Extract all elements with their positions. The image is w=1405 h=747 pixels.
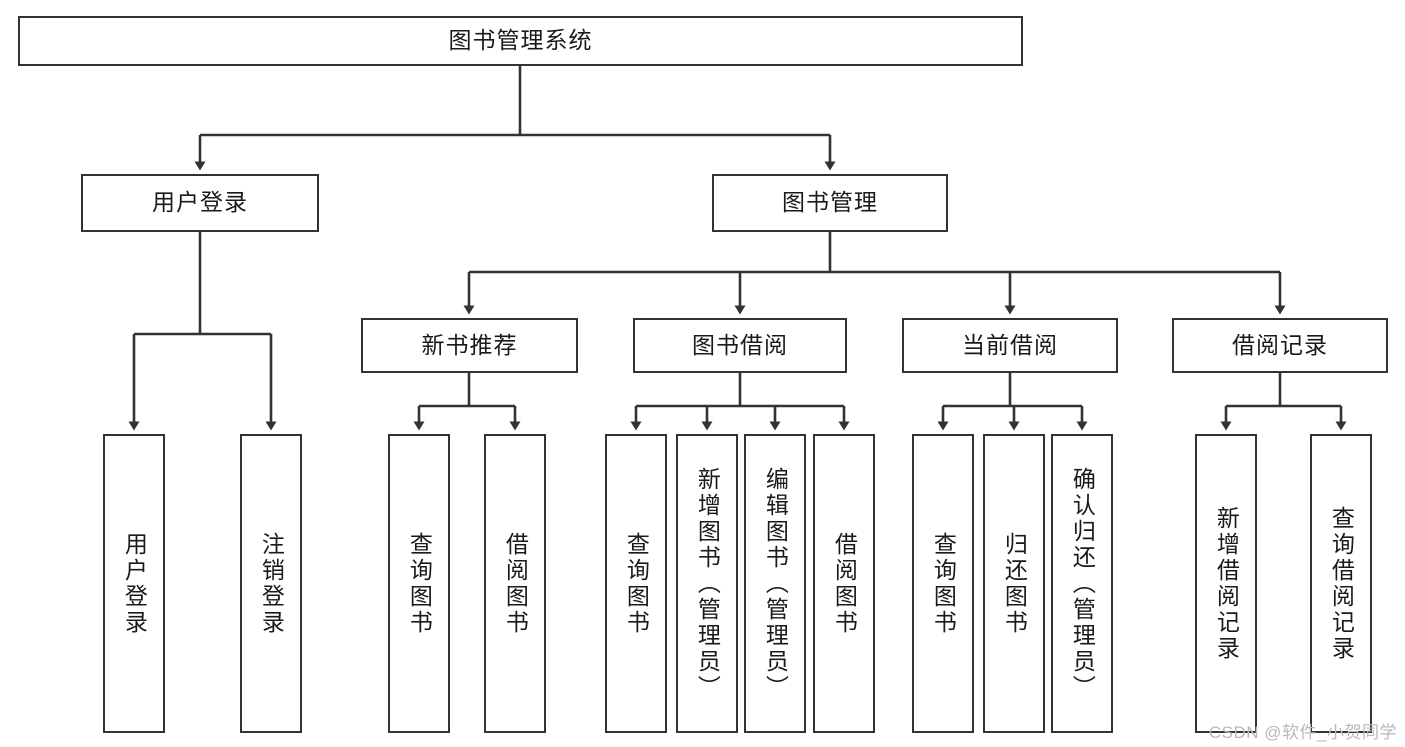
leaf-node[interactable]: 借阅图书	[484, 434, 546, 733]
leaf-node[interactable]: 编辑图书（管理员）	[744, 434, 806, 733]
node-new-book-recommend[interactable]: 新书推荐	[361, 318, 578, 373]
node-user-login-label: 用户登录	[152, 189, 248, 216]
leaf-node[interactable]: 查询图书	[388, 434, 450, 733]
node-book-management-label: 图书管理	[782, 189, 878, 216]
leaf-node[interactable]: 查询图书	[605, 434, 667, 733]
node-book-borrow-label: 图书借阅	[692, 331, 788, 358]
node-root[interactable]: 图书管理系统	[18, 16, 1023, 66]
leaf-node[interactable]: 确认归还（管理员）	[1051, 434, 1113, 733]
node-book-management[interactable]: 图书管理	[712, 174, 948, 232]
leaf-node[interactable]: 新增图书（管理员）	[676, 434, 738, 733]
node-current-borrow[interactable]: 当前借阅	[902, 318, 1118, 373]
node-current-borrow-label: 当前借阅	[962, 331, 1058, 358]
node-root-label: 图书管理系统	[448, 27, 593, 54]
leaf-node[interactable]: 归还图书	[983, 434, 1045, 733]
csdn-watermark: CSDN @软件_小贺同学	[1208, 723, 1397, 742]
leaf-node[interactable]: 查询图书	[912, 434, 974, 733]
node-new-book-recommend-label: 新书推荐	[421, 331, 518, 358]
node-book-borrow[interactable]: 图书借阅	[633, 318, 847, 373]
node-borrow-record[interactable]: 借阅记录	[1172, 318, 1388, 373]
leaf-node[interactable]: 注销登录	[240, 434, 302, 733]
leaf-node[interactable]: 用户登录	[103, 434, 165, 733]
leaf-node[interactable]: 新增借阅记录	[1195, 434, 1257, 733]
node-user-login[interactable]: 用户登录	[81, 174, 319, 232]
leaf-node[interactable]: 借阅图书	[813, 434, 875, 733]
leaf-node[interactable]: 查询借阅记录	[1310, 434, 1372, 733]
node-borrow-record-label: 借阅记录	[1232, 331, 1328, 358]
